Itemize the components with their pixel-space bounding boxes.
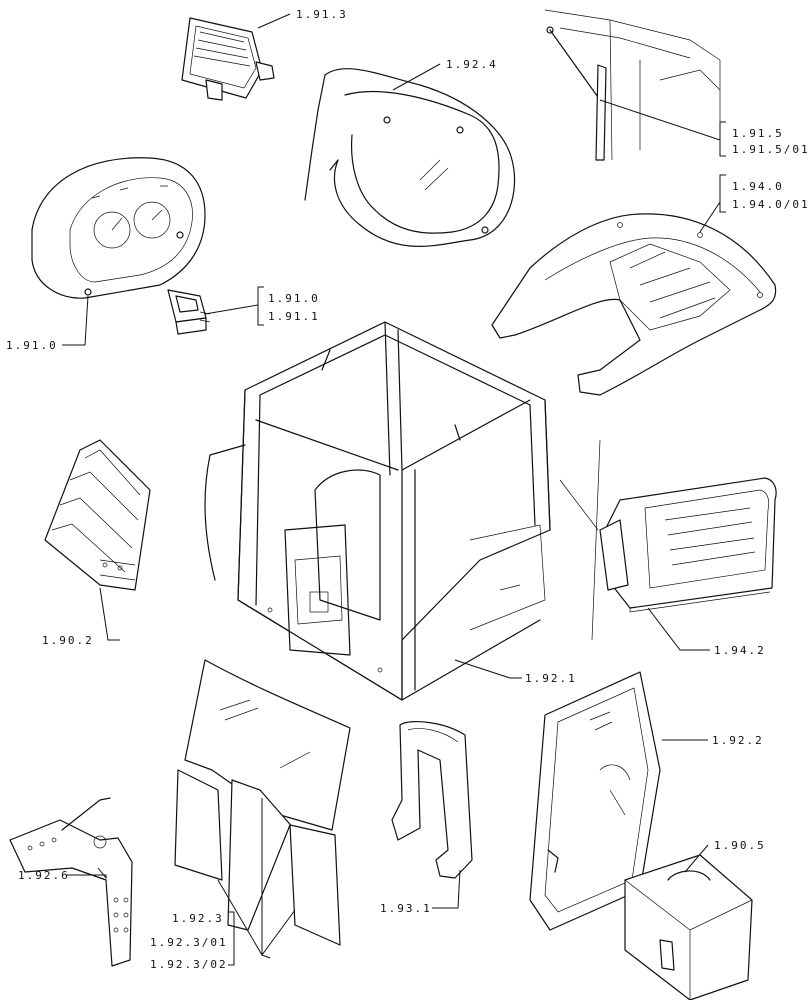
label-1-93-1: 1.93.1 [380, 902, 432, 915]
label-1-92-3-01: 1.92.3/01 [150, 936, 228, 949]
label-1-90-2: 1.90.2 [42, 634, 94, 647]
toolbox-part [624, 854, 753, 1000]
label-1-92-3: 1.92.3 [172, 912, 224, 925]
label-1-91-5: 1.91.5 [732, 127, 784, 140]
side-panel-part [559, 439, 777, 641]
windscreen-glass-part [174, 659, 351, 946]
label-1-92-6: 1.92.6 [18, 869, 70, 882]
work-light-part [181, 17, 275, 101]
label-1-92-4: 1.92.4 [446, 58, 498, 71]
wiper-part [544, 9, 721, 161]
label-1-92-3-02: 1.92.3/02 [150, 958, 228, 971]
label-1-91-0-cluster: 1.91.0 [6, 339, 58, 352]
mounting-bracket-part [9, 797, 133, 967]
rear-window-frame-part [304, 68, 516, 247]
label-1-94-0-01: 1.94.0/01 [732, 198, 810, 211]
label-1-90-5: 1.90.5 [714, 839, 766, 852]
label-1-91-0-switch: 1.91.0 [268, 292, 320, 305]
label-1-91-1: 1.91.1 [268, 310, 320, 323]
pillar-trim-part [391, 720, 473, 879]
label-1-91-5-01: 1.91.5/01 [732, 143, 810, 156]
part-labels: 1.91.3 1.92.4 1.91.5 1.91.5/01 1.94.0 1.… [6, 8, 810, 971]
label-1-91-3: 1.91.3 [296, 8, 348, 21]
label-1-92-2: 1.92.2 [712, 734, 764, 747]
label-1-92-1: 1.92.1 [525, 672, 577, 685]
instrument-cluster-part [31, 157, 206, 299]
access-step-part [44, 439, 151, 591]
cab-roof-part [491, 213, 777, 396]
label-1-94-0: 1.94.0 [732, 180, 784, 193]
cab-frame-part [204, 321, 551, 701]
label-1-94-2: 1.94.2 [714, 644, 766, 657]
rocker-switch-part [167, 289, 211, 335]
leader-lines [62, 13, 726, 966]
